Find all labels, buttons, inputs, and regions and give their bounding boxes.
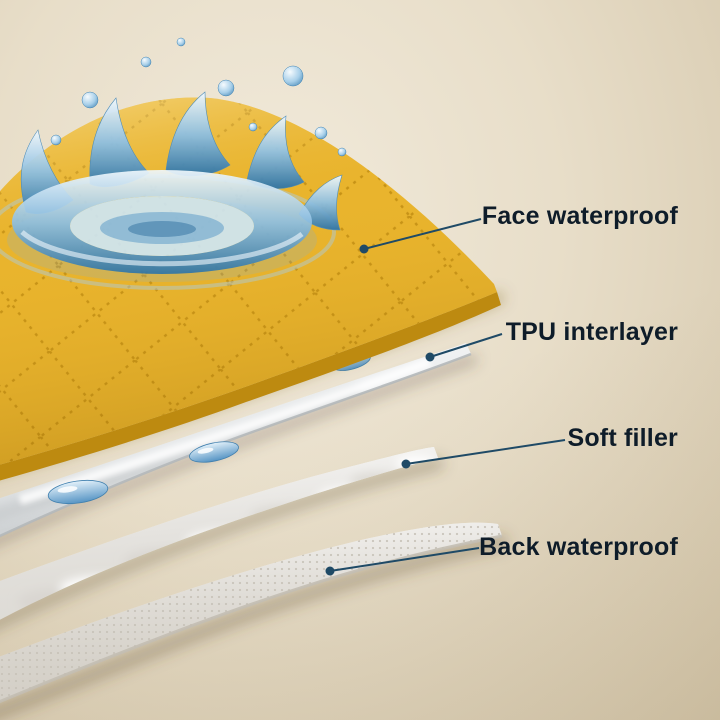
face-waterproof-layer (0, 37, 501, 481)
leader-dots (325, 244, 435, 576)
back-waterproof-layer (0, 522, 503, 704)
tpu-shadow (0, 354, 478, 546)
leader-lines (329, 218, 566, 572)
label-back-waterproof: Back waterproof (479, 533, 678, 561)
water-splash (0, 37, 347, 290)
label-face-waterproof: Face waterproof (481, 202, 678, 230)
back-layer-shadow (0, 534, 508, 720)
label-tpu-interlayer: TPU interlayer (505, 318, 678, 346)
soft-filler-shadow (0, 457, 445, 629)
label-soft-filler: Soft filler (567, 424, 678, 452)
face-edge-band (0, 292, 501, 481)
water-droplets (50, 37, 347, 157)
